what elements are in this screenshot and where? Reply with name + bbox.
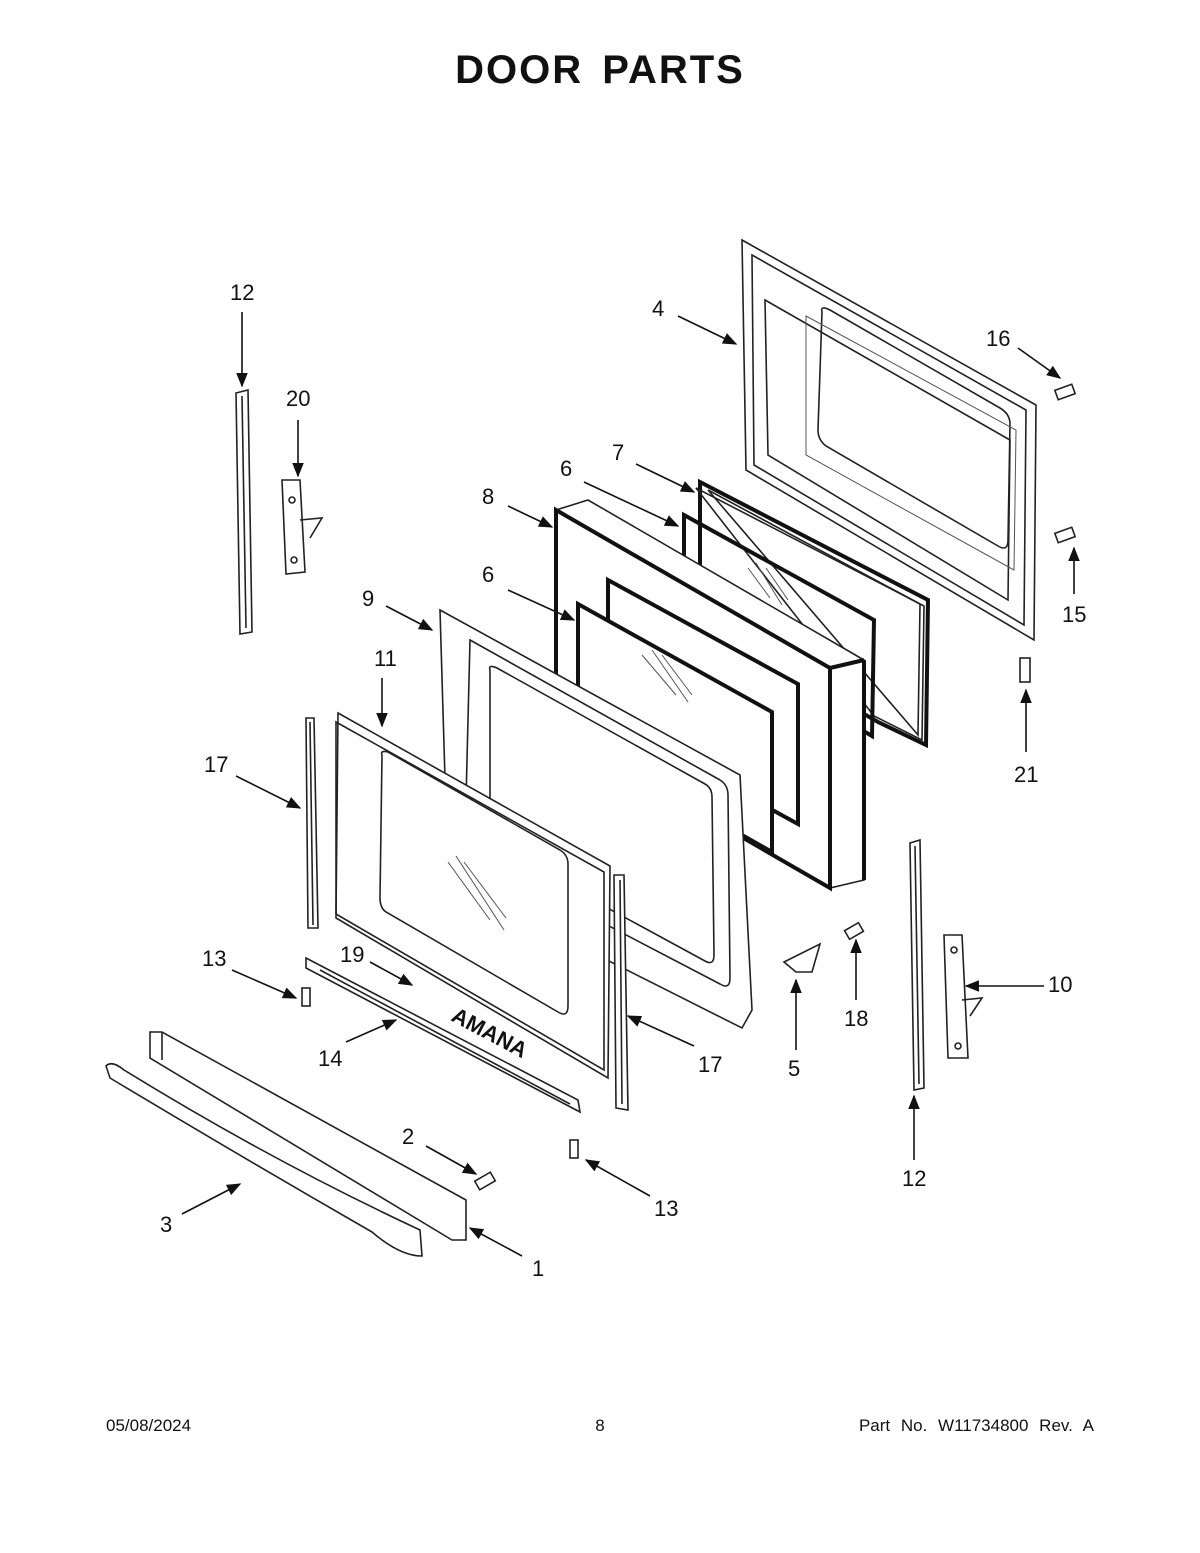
footer-part-number: Part No. W11734800 Rev. A — [858, 1416, 1094, 1435]
part-17-door-side-trim-left — [305, 717, 319, 929]
callout-9: 9 — [362, 586, 374, 611]
callout-17-right: 17 — [698, 1052, 722, 1077]
callout-1: 1 — [532, 1256, 544, 1281]
callout-5: 5 — [788, 1056, 800, 1081]
part-13-screw-left — [301, 987, 311, 1007]
part-10-hinge-right — [943, 934, 984, 1059]
part-13-screw-right — [569, 1139, 579, 1159]
part-16-screw — [1053, 383, 1077, 401]
callout-17-left: 17 — [204, 752, 228, 777]
callout-20: 20 — [286, 386, 310, 411]
part-14-door-vent-trim — [305, 956, 582, 1114]
part-12-hinge-receiver-right — [909, 838, 925, 1091]
callout-12-right: 12 — [902, 1166, 926, 1191]
callout-11: 11 — [374, 646, 397, 671]
callout-19: 19 — [340, 942, 364, 967]
part-5-door-latch-bracket — [782, 942, 822, 973]
part-15-screw — [1053, 526, 1077, 544]
leader-arrows — [181, 312, 1080, 1257]
part-3-door-handle — [105, 1062, 423, 1257]
part-1-vent-bracket — [149, 1031, 467, 1241]
callout-21: 21 — [1014, 762, 1038, 787]
callout-13-right: 13 — [654, 1196, 678, 1221]
part-4-inner-door-liner — [741, 238, 1037, 642]
callout-14: 14 — [318, 1046, 342, 1071]
callout-15: 15 — [1062, 602, 1086, 627]
callout-7: 7 — [612, 440, 624, 465]
callout-16: 16 — [986, 326, 1010, 351]
footer-date: 05/08/2024 — [106, 1416, 192, 1435]
part-20-hinge-left — [281, 479, 324, 575]
part-11-outer-door-glass — [335, 711, 611, 1080]
callout-13-left: 13 — [202, 946, 226, 971]
callout-10: 10 — [1048, 972, 1072, 997]
callout-18: 18 — [844, 1006, 868, 1031]
page-title: DOOR PARTS — [455, 48, 745, 92]
footer-page-number: 8 — [595, 1416, 605, 1435]
part-21-screw — [1019, 657, 1031, 683]
callout-2: 2 — [402, 1124, 414, 1149]
callout-6-lower: 6 — [482, 562, 494, 587]
part-2-screw — [473, 1171, 497, 1191]
callout-4: 4 — [652, 296, 664, 321]
callout-6-upper: 6 — [560, 456, 572, 481]
callout-3: 3 — [160, 1212, 172, 1237]
callout-labels: 12 20 4 16 7 6 8 15 6 9 11 21 17 13 19 1… — [160, 280, 1086, 1281]
callout-12-left: 12 — [230, 280, 254, 305]
part-18-screw — [843, 921, 865, 941]
callout-8: 8 — [482, 484, 494, 509]
part-12-hinge-receiver-left — [235, 388, 253, 635]
part-17-door-side-trim-right — [613, 874, 629, 1111]
